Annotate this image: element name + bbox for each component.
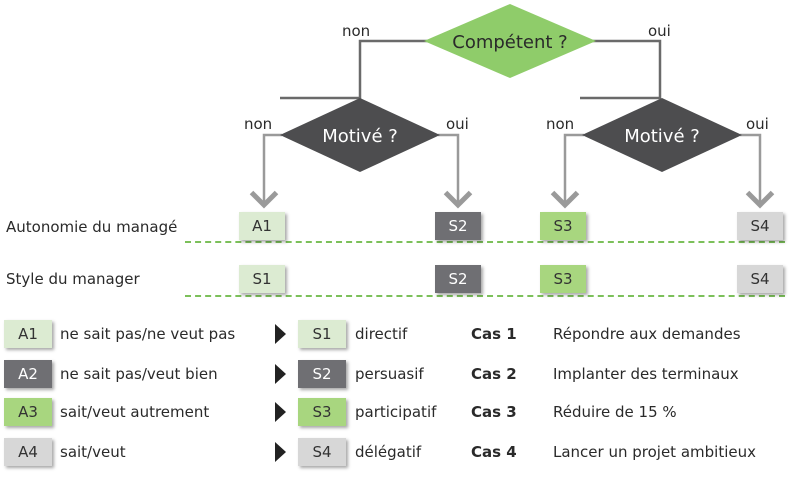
branch-label-oui-right: oui (746, 115, 769, 133)
legend-code-a2: A2 (4, 360, 52, 388)
diamond-competent-text: Compétent ? (452, 32, 568, 53)
legend-code-s3: S3 (298, 398, 346, 426)
style-box-s4: S4 (737, 265, 783, 293)
dashed-line-style (185, 295, 785, 297)
legend-text-a2: ne sait pas/veut bien (60, 365, 218, 383)
legend-desc-1: Répondre aux demandes (553, 325, 741, 343)
legend-text-a4: sait/veut (60, 443, 126, 461)
style-box-s3: S3 (540, 265, 586, 293)
legend-cas-1: Cas 1 (471, 325, 517, 343)
diamond-competent (424, 4, 596, 78)
play-triangle-icon (275, 364, 286, 384)
legend-cas-3: Cas 3 (471, 403, 517, 421)
legend-cas-4: Cas 4 (471, 443, 517, 461)
legend-text-s2: persuasif (355, 365, 424, 383)
legend-code-a4: A4 (4, 438, 52, 466)
row-label-autonomie: Autonomie du managé (6, 218, 178, 236)
diamond-motive-right-text: Motivé ? (624, 126, 700, 147)
arrow-to-s4 (740, 133, 775, 209)
branch-label-non-right: non (546, 115, 574, 133)
branch-label-oui-left: oui (446, 115, 469, 133)
diamond-motive-left (280, 98, 440, 172)
arrow-to-s3 (550, 133, 584, 209)
branch-label-non-top: non (342, 22, 370, 40)
legend-text-a3: sait/veut autrement (60, 403, 210, 421)
legend-text-s1: directif (355, 325, 408, 343)
style-box-s1: S1 (239, 265, 285, 293)
legend-desc-3: Réduire de 15 % (553, 403, 677, 421)
arrow-lines (249, 133, 775, 209)
legend-code-s4: S4 (298, 438, 346, 466)
legend-cas-2: Cas 2 (471, 365, 517, 383)
play-triangle-icon (275, 324, 286, 344)
arrow-to-s2 (438, 133, 473, 209)
legend-code-a1: A1 (4, 320, 52, 348)
arrow-to-a1 (249, 133, 282, 209)
dashed-line-autonomie (185, 241, 785, 243)
legend-code-s1: S1 (298, 320, 346, 348)
autonomie-box-s2: S2 (435, 212, 481, 240)
legend-desc-2: Implanter des terminaux (553, 365, 739, 383)
legend-code-s2: S2 (298, 360, 346, 388)
legend-text-s4: délégatif (355, 443, 422, 461)
autonomie-box-s4: S4 (737, 212, 783, 240)
play-triangle-icon (275, 442, 286, 462)
diamond-motive-left-text: Motivé ? (322, 126, 398, 147)
autonomie-box-s3: S3 (540, 212, 586, 240)
connector-lines (280, 39, 662, 100)
diamond-motive-right (582, 98, 742, 172)
connector-top-right (580, 39, 662, 100)
branch-label-oui-top: oui (648, 22, 671, 40)
legend-desc-4: Lancer un projet ambitieux (553, 443, 756, 461)
row-label-style: Style du manager (6, 270, 140, 288)
style-box-s2: S2 (435, 265, 481, 293)
legend-text-s3: participatif (355, 403, 437, 421)
legend-code-a3: A3 (4, 398, 52, 426)
autonomie-box-a1: A1 (239, 212, 285, 240)
connector-top-left (280, 39, 430, 100)
legend-text-a1: ne sait pas/ne veut pas (60, 325, 236, 343)
play-triangle-icon (275, 402, 286, 422)
branch-label-non-left: non (244, 115, 272, 133)
